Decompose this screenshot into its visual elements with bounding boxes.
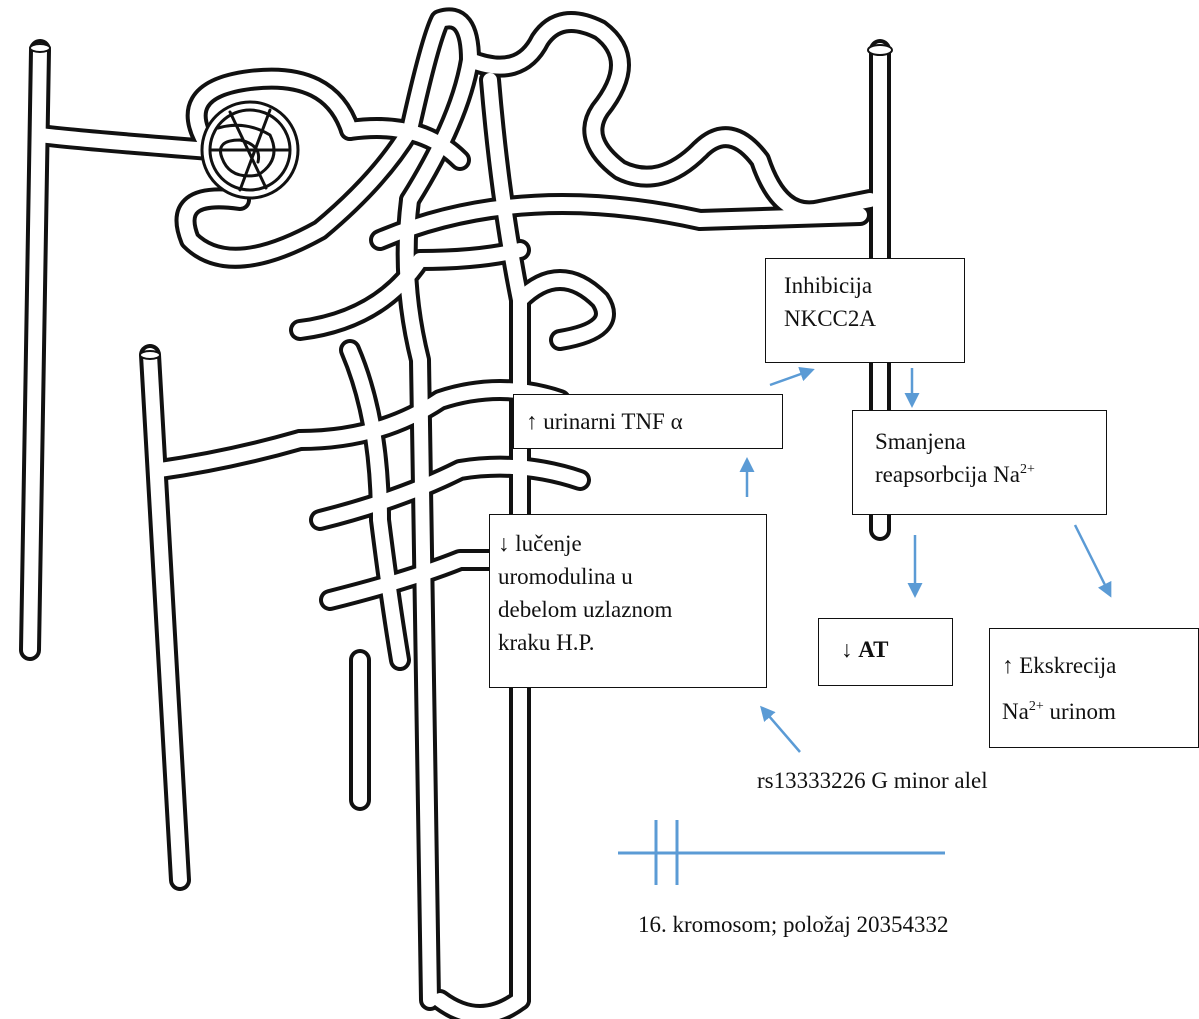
inhibition-box: Inhibicija NKCC2A <box>765 258 965 363</box>
arrow-tnf-to-inhibition <box>770 370 812 385</box>
arrow-reabsorption-to-excretion <box>1075 525 1110 595</box>
inhibition-line2: NKCC2A <box>784 302 964 335</box>
excretion-box: ↑ Ekskrecija Na2+ urinom <box>989 628 1199 748</box>
arrow-allele-to-uromodulin <box>762 708 800 752</box>
tnf-text: ↑ urinarni TNF α <box>526 405 782 438</box>
glomerulus <box>202 102 298 198</box>
excretion-line1: ↑ Ekskrecija <box>1002 643 1198 689</box>
at-box: ↓ AT <box>818 618 953 686</box>
uromodulin-line2: uromodulina u <box>498 560 766 593</box>
chromosome-label: 16. kromosom; položaj 20354332 <box>638 912 948 938</box>
reabsorption-box: Smanjena reapsorbcija Na2+ <box>852 410 1107 515</box>
chromosome-marker <box>618 820 945 885</box>
uromodulin-box: ↓ lučenje uromodulina u debelom uzlaznom… <box>489 514 767 688</box>
excretion-line2: Na2+ urinom <box>1002 689 1198 735</box>
allele-label: rs13333226 G minor alel <box>757 768 988 794</box>
uromodulin-line3: debelom uzlaznom <box>498 593 766 626</box>
uromodulin-line4: kraku H.P. <box>498 626 766 659</box>
uromodulin-line1: ↓ lučenje <box>498 527 766 560</box>
at-text: ↓ AT <box>841 633 952 666</box>
reabsorption-line2: reapsorbcija Na2+ <box>875 458 1106 491</box>
reabsorption-line1: Smanjena <box>875 425 1106 458</box>
inhibition-line1: Inhibicija <box>784 269 964 302</box>
tnf-box: ↑ urinarni TNF α <box>513 394 783 449</box>
